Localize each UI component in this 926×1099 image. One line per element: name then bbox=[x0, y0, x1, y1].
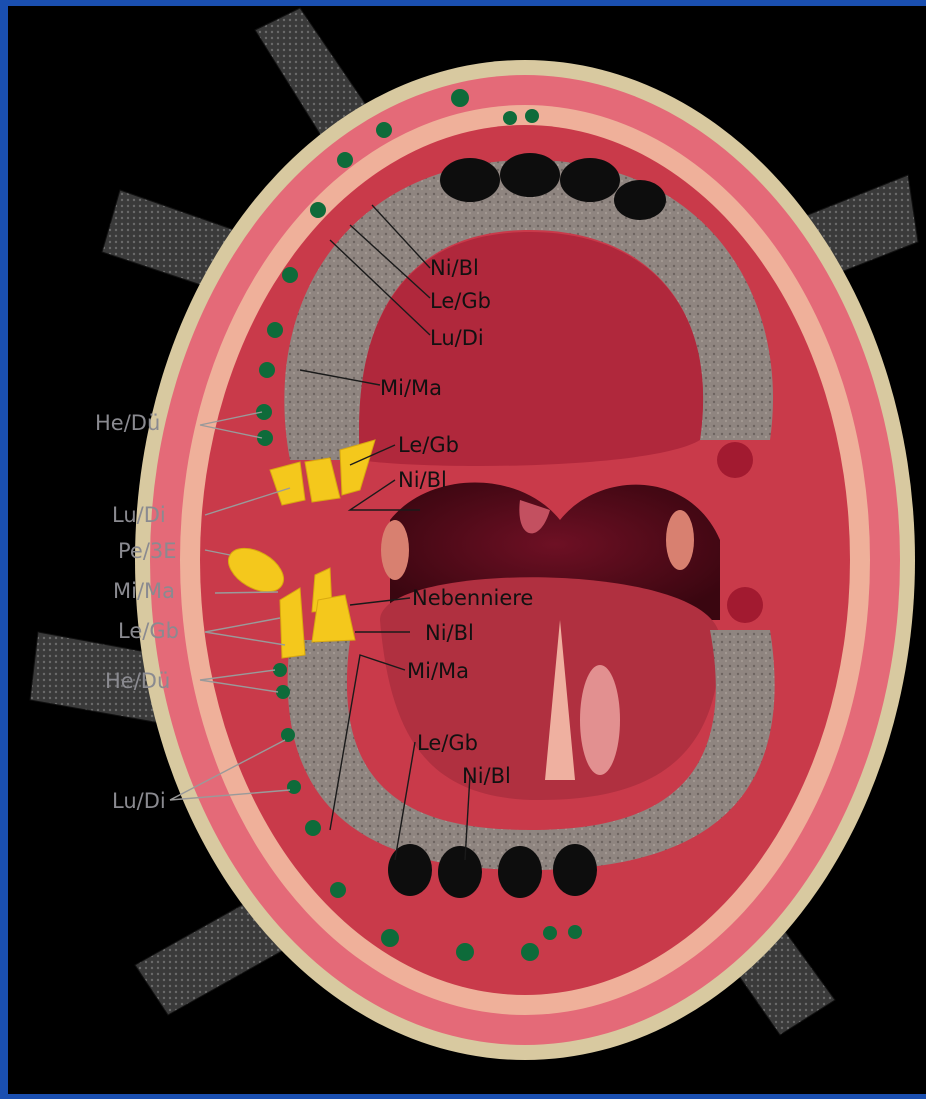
label-lower-ni-bl-2: Ni/Bl bbox=[462, 764, 511, 788]
label-lower-mi-ma: Mi/Ma bbox=[407, 659, 469, 683]
right-nodule-upper bbox=[717, 442, 753, 478]
label-lower-ni-bl-1: Ni/Bl bbox=[425, 621, 474, 645]
label-upper-mi-ma: Mi/Ma bbox=[380, 376, 442, 400]
tonsil-left bbox=[381, 520, 409, 580]
label-upper-le-gb: Le/Gb bbox=[430, 289, 491, 313]
right-nodule-lower bbox=[727, 587, 763, 623]
label-left-lu-di-2: Lu/Di bbox=[112, 789, 166, 813]
label-upper-lu-di: Lu/Di bbox=[430, 326, 484, 350]
label-left-lu-di-1: Lu/Di bbox=[112, 503, 166, 527]
label-left-he-du-1: He/Dü bbox=[95, 411, 160, 435]
label-nebenniere: Nebenniere bbox=[412, 586, 533, 610]
tonsil-right bbox=[666, 510, 694, 570]
label-left-mi-ma: Mi/Ma bbox=[113, 579, 175, 603]
label-mid-ni-bl: Ni/Bl bbox=[398, 468, 447, 492]
label-upper-ni-bl: Ni/Bl bbox=[430, 256, 479, 280]
label-left-he-du-2: He/Dü bbox=[105, 669, 170, 693]
label-left-pe-3e: Pe/3E bbox=[118, 539, 177, 563]
tongue-highlight bbox=[580, 665, 620, 775]
label-lower-le-gb: Le/Gb bbox=[417, 731, 478, 755]
label-mid-le-gb: Le/Gb bbox=[398, 433, 459, 457]
label-left-le-gb: Le/Gb bbox=[118, 619, 179, 643]
